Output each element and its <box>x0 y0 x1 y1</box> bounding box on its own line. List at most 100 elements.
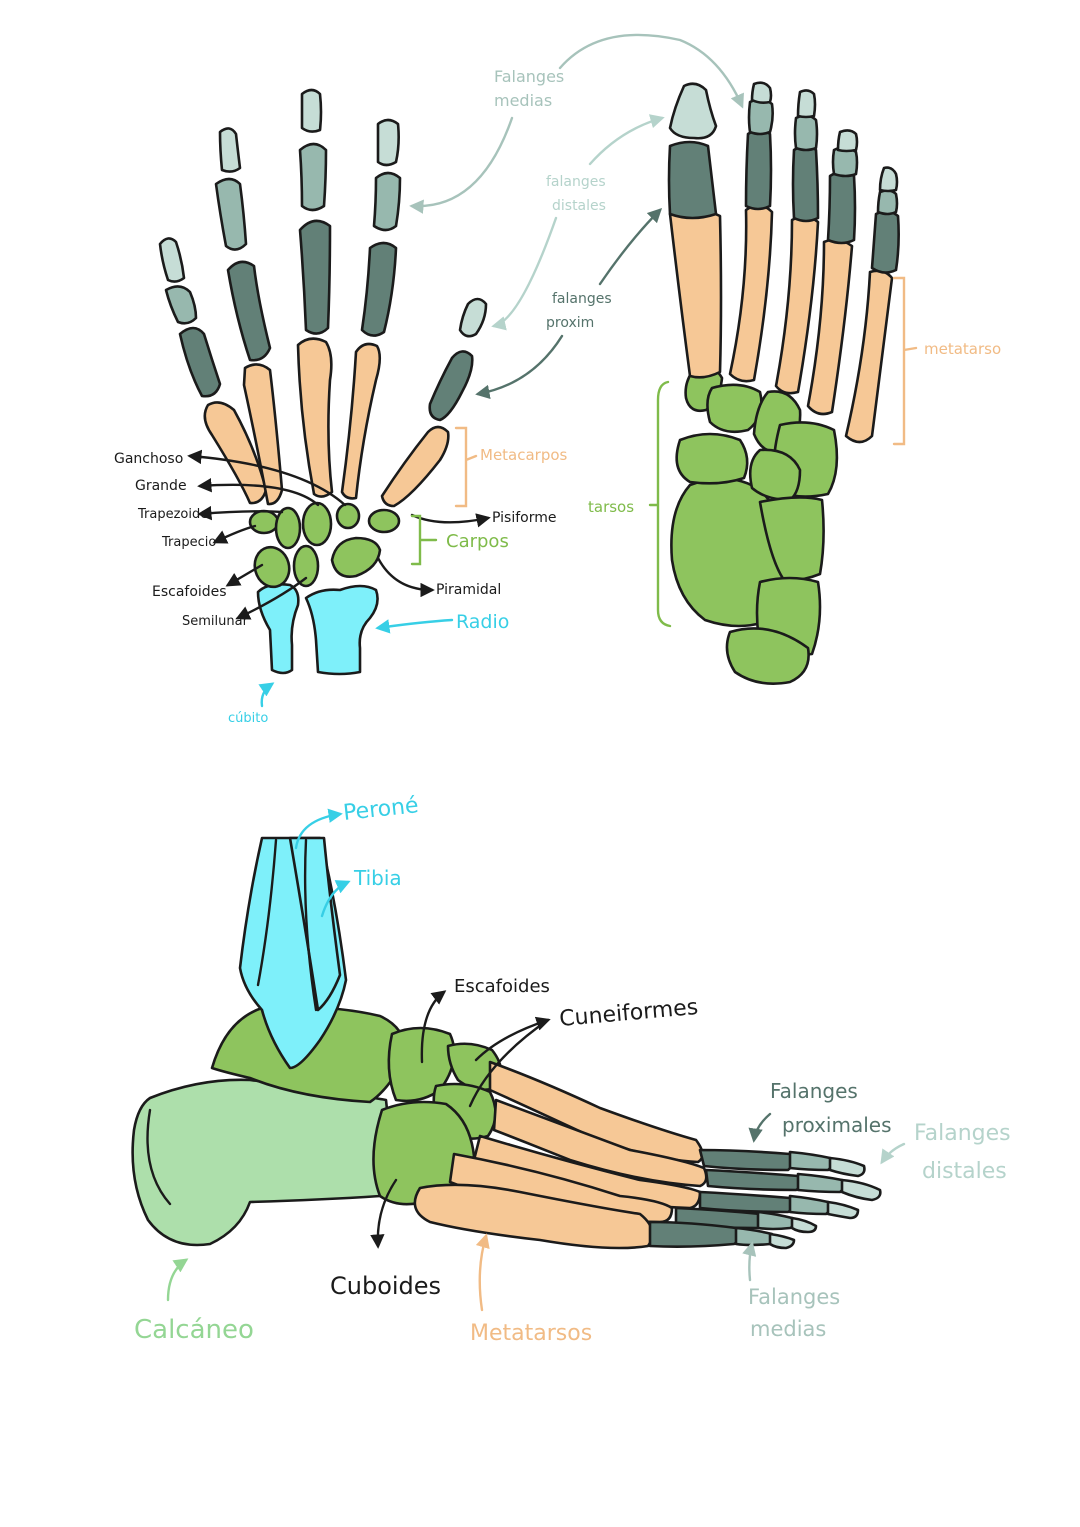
label-cubito: cúbito <box>228 711 268 726</box>
label-semilunar: Semilunar <box>182 614 249 629</box>
foot-top-distal-1 <box>668 82 718 140</box>
foot-top-distal-2 <box>750 81 773 104</box>
label-tibia: Tibia <box>353 866 402 890</box>
hand-proximal-1 <box>428 350 474 422</box>
hand-proximal-3 <box>226 260 272 362</box>
carpal-grande <box>301 501 333 547</box>
carpal-trapecio <box>248 509 280 535</box>
hand-medial-2 <box>164 285 198 325</box>
label-escafoides: Escafoides <box>152 584 227 600</box>
foot-side-medial-3 <box>788 1194 831 1216</box>
foot-side-metatarsal-5 <box>413 1183 654 1250</box>
label-trapecio: Trapecio <box>161 535 216 550</box>
foot-top-proximal-4 <box>826 170 857 245</box>
label-ganchoso: Ganchoso <box>114 451 183 467</box>
foot-side-distal-5 <box>768 1232 796 1250</box>
hand-proximal-phalanges <box>178 219 474 422</box>
label-radio: Radio <box>456 611 509 633</box>
cubito-bone <box>256 583 300 675</box>
label-cuneiformes: Cuneiformes <box>558 995 699 1032</box>
foot-side-skeleton <box>131 836 882 1250</box>
foot-top-tarsal-top-2 <box>706 383 763 434</box>
foot-top-distal-phalanges <box>668 81 899 193</box>
hand-medial-3 <box>214 177 248 251</box>
label-carpos: Carpos <box>446 531 509 552</box>
foot-side-perone <box>288 836 342 1012</box>
foot-top-astragalo <box>675 432 749 485</box>
label-cuboides: Cuboides <box>330 1272 441 1300</box>
foot-top-distal-5 <box>878 166 899 193</box>
metacarpal-1 <box>203 401 268 505</box>
label-perone: Peroné <box>342 793 420 826</box>
foot-top-metatarsal-5 <box>844 269 894 444</box>
hand-distal-3 <box>218 127 242 173</box>
foot-top-medial-phalanges <box>747 98 899 216</box>
label-grande: Grande <box>135 478 187 494</box>
label-falanges-distales-hand: falanges distales <box>546 174 610 214</box>
foot-side-medial-1 <box>788 1150 833 1172</box>
carpal-trapezoide <box>274 506 302 550</box>
hand-distal-4 <box>300 88 323 133</box>
carpal-bones <box>248 501 401 589</box>
foot-side-medial-5 <box>734 1226 775 1247</box>
metacarpal-4 <box>340 342 382 500</box>
label-falanges-medias-hand: Falanges medias <box>494 67 569 110</box>
foot-top-metatarsal-2 <box>728 204 774 383</box>
foot-side-metatarsal-2 <box>492 1098 708 1188</box>
foot-side-medial-2 <box>796 1172 845 1194</box>
foot-top-distal-4 <box>836 129 859 153</box>
foot-top-medial-5 <box>876 189 899 216</box>
hand-medial-4 <box>298 142 328 212</box>
foot-top-tarsals <box>670 365 839 685</box>
label-metatarsos: Metatarsos <box>470 1321 592 1346</box>
forearm-bones <box>256 583 379 676</box>
foot-side-proximal-5 <box>648 1220 740 1248</box>
foot-side-proximal-2 <box>704 1168 802 1192</box>
foot-side-distal-phalanges <box>768 1156 882 1250</box>
foot-top-metatarsal-1 <box>668 209 723 379</box>
foot-side-distal-4 <box>790 1216 818 1234</box>
foot-top-proximal-5 <box>870 210 900 274</box>
metacarpal-5 <box>380 425 450 508</box>
label-falanges-proximales: Falanges proximales <box>770 1079 892 1137</box>
label-calcaneo: Calcáneo <box>134 1315 254 1345</box>
foot-top-skeleton <box>667 81 900 685</box>
hand-distal-phalanges <box>158 88 488 338</box>
carpal-pisiforme <box>367 508 401 534</box>
foot-top-proximal-2 <box>744 128 773 211</box>
hand-medial-5 <box>372 171 402 232</box>
foot-side-proximal-phalanges <box>648 1148 802 1248</box>
hand-labels: Ganchoso Grande Trapezoide Trapecio Esca… <box>114 33 744 726</box>
foot-side-labels: Peroné Tibia Escafoides Cuneiformes Fala… <box>134 793 1011 1346</box>
tarsos-bracket <box>648 380 672 628</box>
foot-side-medial-phalanges <box>734 1150 845 1247</box>
metatarso-bracket <box>892 276 918 446</box>
foot-top-tarsal-heel <box>725 627 810 685</box>
hand-distal-2 <box>158 237 186 283</box>
foot-top-tarsal-mid-1 <box>758 496 825 582</box>
foot-side-distal-1 <box>828 1156 866 1178</box>
metacarpal-3 <box>296 337 334 498</box>
foot-top-metatarsal-4 <box>806 238 854 416</box>
foot-side-proximal-1 <box>698 1148 794 1172</box>
hand-distal-1 <box>458 297 488 338</box>
label-falanges-medias-pie: Falanges medias <box>748 1285 847 1341</box>
foot-side-distal-3 <box>826 1200 860 1220</box>
foot-top-medial-2 <box>747 98 774 136</box>
carpal-semilunar <box>292 544 320 588</box>
foot-top-proximal-1 <box>667 140 718 220</box>
metacarpos-bracket <box>454 426 478 508</box>
hand-skeleton <box>158 88 488 676</box>
label-trapezoide: Trapezoide <box>137 507 208 522</box>
metacarpal-bones <box>203 337 450 508</box>
foot-top-proximal-3 <box>791 144 820 223</box>
hand-proximal-5 <box>360 241 398 337</box>
hand-medial-phalanges <box>164 142 402 325</box>
foot-side-medial-4 <box>756 1210 795 1231</box>
foot-top-distal-3 <box>796 89 817 119</box>
label-metatarso: metatarso <box>924 340 1001 358</box>
foot-top-labels: metatarso tarsos <box>588 276 1001 628</box>
carpal-piramidal <box>330 536 382 578</box>
label-escafoides-pie: Escafoides <box>454 976 550 997</box>
